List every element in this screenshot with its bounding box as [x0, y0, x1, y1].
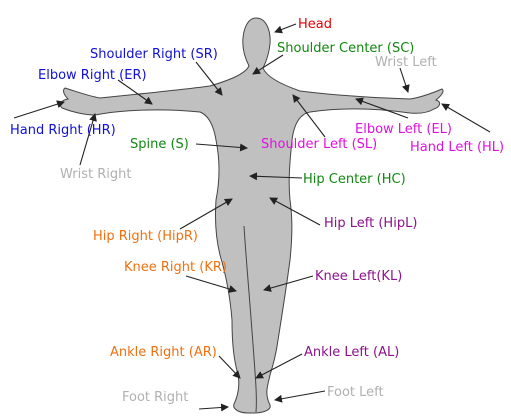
- label-foot-right: Foot Right: [122, 390, 188, 405]
- label-elbow-right: Elbow Right (ER): [38, 68, 147, 83]
- label-hip-right: Hip Right (HipR): [93, 229, 198, 244]
- label-ankle-right: Ankle Right (AR): [110, 345, 217, 360]
- label-shoulder-right: Shoulder Right (SR): [90, 47, 218, 62]
- label-wrist-left: Wrist Left: [375, 55, 437, 70]
- label-knee-right: Knee Right (KR): [124, 260, 227, 275]
- label-head: Head: [298, 17, 332, 32]
- arrow-wrist-right: [80, 114, 95, 165]
- arrow-foot-right: [199, 407, 228, 409]
- label-spine: Spine (S): [130, 137, 189, 152]
- label-shoulder-center: Shoulder Center (SC): [277, 41, 414, 56]
- label-foot-left: Foot Left: [327, 385, 384, 400]
- label-shoulder-left: Shoulder Left (SL): [261, 137, 377, 152]
- label-hand-left: Hand Left (HL): [410, 140, 504, 155]
- arrow-head: [275, 24, 296, 32]
- label-ankle-left: Ankle Left (AL): [304, 345, 399, 360]
- arrow-hand-right: [14, 102, 64, 118]
- label-hip-center: Hip Center (HC): [303, 172, 406, 187]
- label-hand-right: Hand Right (HR): [10, 123, 116, 138]
- label-elbow-left: Elbow Left (EL): [355, 122, 452, 137]
- label-knee-left: Knee Left(KL): [315, 269, 402, 284]
- arrow-foot-left: [275, 391, 325, 400]
- label-wrist-right: Wrist Right: [60, 167, 131, 182]
- arrow-wrist-left: [400, 68, 408, 92]
- label-hip-left: Hip Left (HipL): [324, 216, 417, 231]
